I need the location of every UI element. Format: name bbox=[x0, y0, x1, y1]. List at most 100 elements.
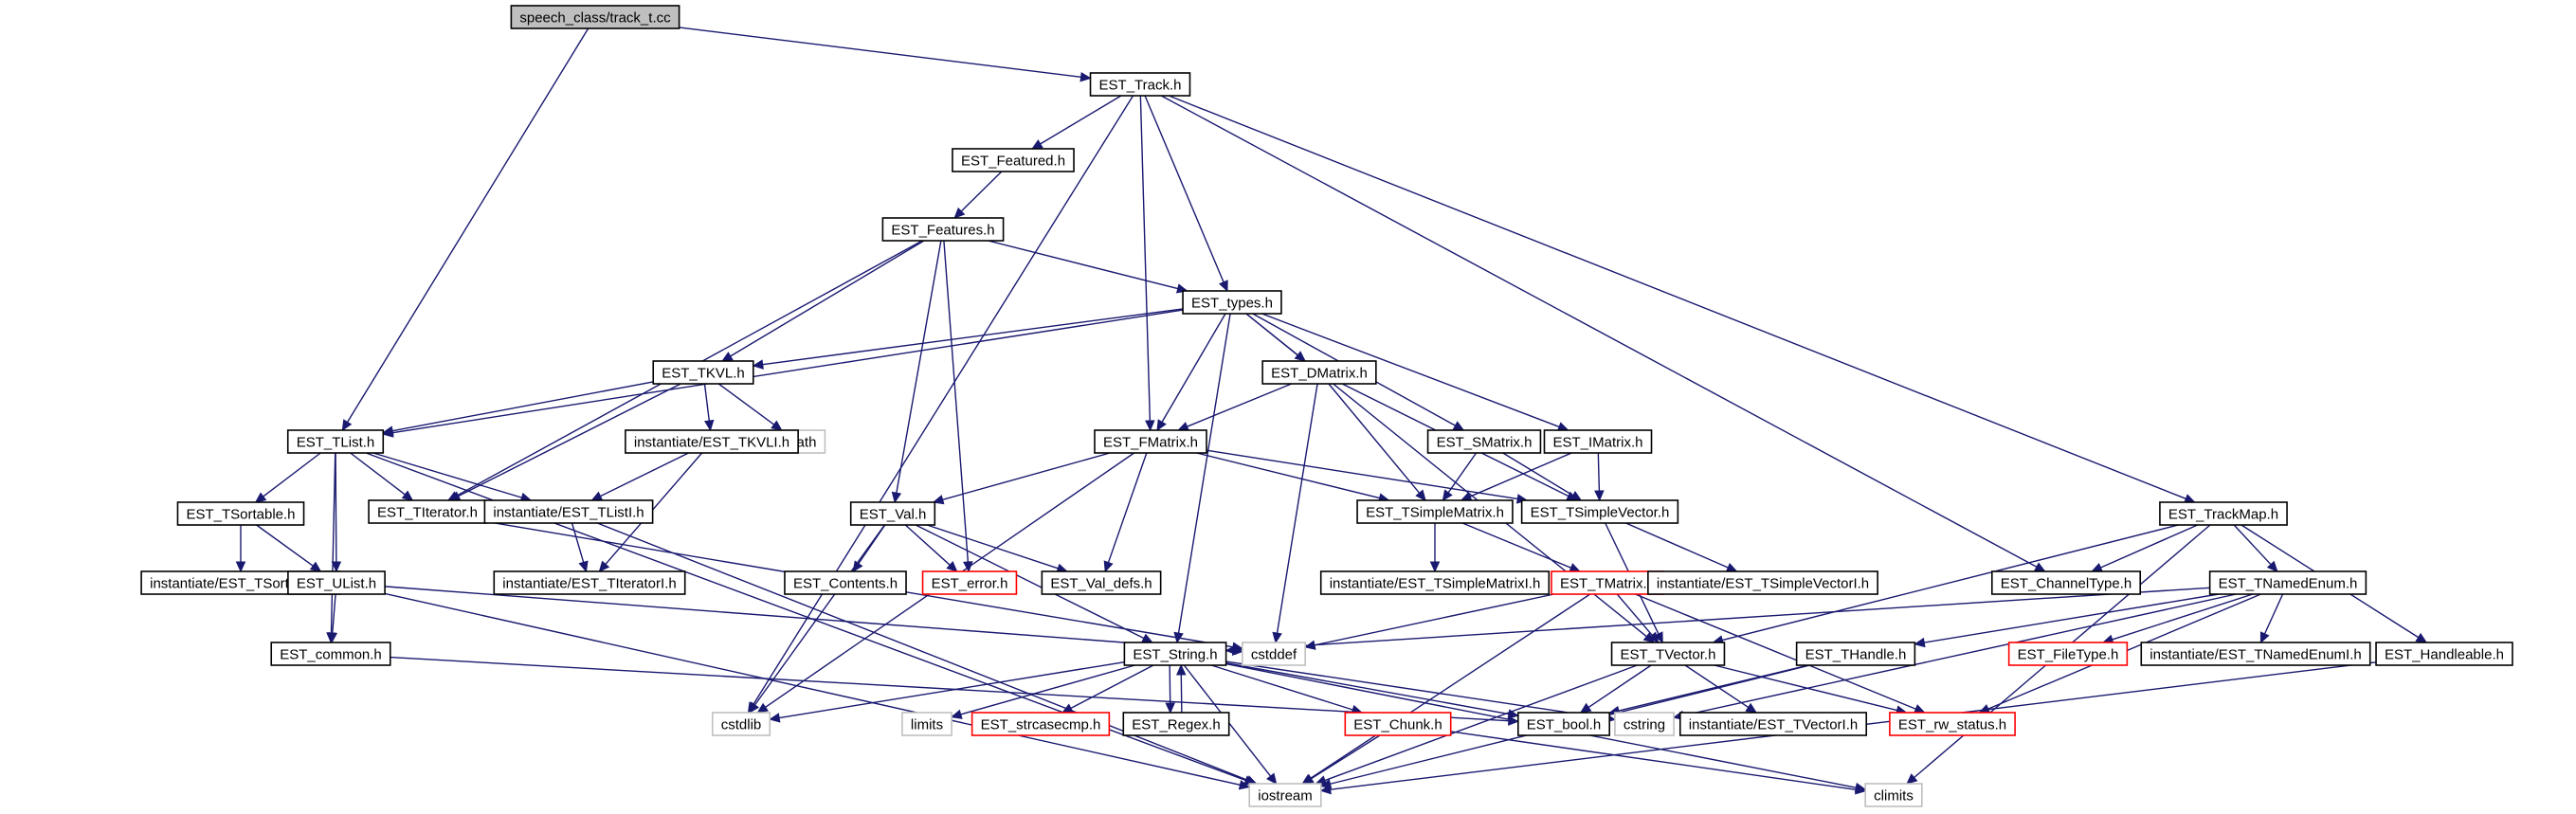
node-tvector[interactable]: EST_TVector.h bbox=[1610, 642, 1726, 666]
node-tsimplevector[interactable]: EST_TSimpleVector.h bbox=[1520, 499, 1679, 524]
node-label-limits: limits bbox=[911, 717, 943, 733]
node-cstddef: cstddef bbox=[1242, 642, 1306, 666]
node-label-track: EST_Track.h bbox=[1099, 78, 1182, 94]
node-inst_tsimplematrixi[interactable]: instantiate/EST_TSimpleMatrixI.h bbox=[1319, 570, 1551, 595]
node-label-chunk: EST_Chunk.h bbox=[1353, 717, 1442, 733]
node-handleable[interactable]: EST_Handleable.h bbox=[2375, 642, 2513, 666]
edge-types-to-tlist bbox=[392, 309, 1184, 434]
arrowhead-string-to-cstdlib bbox=[769, 713, 781, 723]
edge-inst_tlisti-to-iostream bbox=[597, 522, 1248, 781]
node-label-tvector: EST_TVector.h bbox=[1621, 647, 1716, 663]
node-box-inst_tnamedenumi bbox=[2140, 642, 2371, 666]
node-common[interactable]: EST_common.h bbox=[270, 642, 391, 666]
node-tkvl[interactable]: EST_TKVL.h bbox=[652, 360, 754, 385]
arrowhead-imatrix-to-tsimplevector bbox=[1594, 490, 1605, 502]
edge-track-to-channeltype bbox=[1160, 95, 2038, 568]
edge-fmatrix-to-val_defs bbox=[1107, 452, 1148, 563]
edge-val-to-string bbox=[915, 524, 1145, 640]
node-contents[interactable]: EST_Contents.h bbox=[784, 570, 907, 595]
node-featured[interactable]: EST_Featured.h bbox=[952, 148, 1075, 172]
node-ulist[interactable]: EST_UList.h bbox=[287, 570, 386, 595]
edge-chunk-to-climits bbox=[1450, 731, 1857, 790]
node-titerator[interactable]: EST_TIterator.h bbox=[368, 499, 487, 524]
node-string[interactable]: EST_String.h bbox=[1123, 642, 1227, 666]
edge-tmatrix-to-iostream bbox=[1310, 593, 1591, 780]
node-track_t[interactable]: speech_class/track_t.cc bbox=[510, 5, 680, 29]
edge-tvector-to-inst_tvectori bbox=[1684, 664, 1750, 709]
arrowhead-ulist-to-common bbox=[327, 632, 338, 644]
edge-fmatrix-to-val bbox=[942, 452, 1111, 500]
node-label-error: EST_error.h bbox=[932, 576, 1008, 592]
node-tlist[interactable]: EST_TList.h bbox=[286, 429, 385, 454]
node-label-fmatrix: EST_FMatrix.h bbox=[1103, 435, 1198, 451]
arrowhead-track_t-to-track bbox=[1079, 71, 1092, 82]
node-rw_status[interactable]: EST_rw_status.h bbox=[1889, 712, 2016, 736]
node-val[interactable]: EST_Val.h bbox=[849, 501, 936, 526]
node-dmatrix[interactable]: EST_DMatrix.h bbox=[1261, 360, 1377, 385]
edge-smatrix-to-tsimplevector bbox=[1502, 452, 1574, 497]
node-label-tsortable: EST_TSortable.h bbox=[186, 507, 295, 523]
node-inst_tlisti[interactable]: instantiate/EST_TListI.h bbox=[483, 499, 654, 524]
edge-inst_tkvli-to-inst_tlisti bbox=[600, 452, 689, 497]
node-box-cstdlib bbox=[711, 712, 771, 736]
edge-fmatrix-to-tsimplematrix bbox=[1196, 452, 1380, 499]
node-box-tsimplevector bbox=[1520, 499, 1679, 524]
edge-dmatrix-to-cstddef bbox=[1276, 383, 1318, 634]
node-label-smatrix: EST_SMatrix.h bbox=[1437, 435, 1533, 451]
node-inst_tsimplevectori[interactable]: instantiate/EST_TSimpleVectorI.h bbox=[1647, 570, 1878, 595]
node-val_defs[interactable]: EST_Val_defs.h bbox=[1041, 570, 1162, 595]
node-features[interactable]: EST_Features.h bbox=[881, 217, 1005, 242]
arrowhead-string-to-regex bbox=[1165, 702, 1175, 715]
node-channeltype[interactable]: EST_ChannelType.h bbox=[1990, 570, 2142, 595]
edge-string-to-chunk bbox=[1210, 664, 1353, 711]
arrowhead-types-to-fmatrix bbox=[1156, 419, 1167, 432]
edge-trackmap-to-channeltype bbox=[2100, 524, 2198, 569]
node-climits: climits bbox=[1864, 783, 1923, 807]
node-inst_tnamedenumi[interactable]: instantiate/EST_TNamedEnumI.h bbox=[2140, 642, 2371, 666]
node-tsortable[interactable]: EST_TSortable.h bbox=[176, 501, 305, 526]
node-imatrix[interactable]: EST_IMatrix.h bbox=[1543, 429, 1653, 454]
node-box-track bbox=[1089, 72, 1191, 97]
node-bool[interactable]: EST_bool.h bbox=[1517, 712, 1610, 736]
edge-common-to-bool bbox=[390, 656, 1509, 722]
node-tsimplematrix[interactable]: EST_TSimpleMatrix.h bbox=[1356, 499, 1514, 524]
node-label-rw_status: EST_rw_status.h bbox=[1898, 717, 2006, 733]
node-error[interactable]: EST_error.h bbox=[921, 570, 1018, 595]
node-tmatrix[interactable]: EST_TMatrix.h bbox=[1551, 570, 1664, 595]
edge-tnamedenum-to-filetype bbox=[2112, 593, 2254, 641]
node-regex[interactable]: EST_Regex.h bbox=[1122, 712, 1230, 736]
node-chunk[interactable]: EST_Chunk.h bbox=[1344, 712, 1452, 736]
node-inst_tvectori[interactable]: instantiate/EST_TVectorI.h bbox=[1678, 712, 1868, 736]
node-label-inst_tsimplematrixi: instantiate/EST_TSimpleMatrixI.h bbox=[1330, 576, 1541, 592]
node-box-common bbox=[270, 642, 391, 666]
edge-ulist-to-common bbox=[332, 593, 336, 634]
node-types[interactable]: EST_types.h bbox=[1182, 290, 1282, 315]
edge-types-to-string bbox=[1177, 313, 1231, 634]
node-box-val bbox=[849, 501, 936, 526]
node-box-climits bbox=[1864, 783, 1923, 807]
node-inst_titeratori[interactable]: instantiate/EST_TIteratorI.h bbox=[493, 570, 686, 595]
node-fmatrix[interactable]: EST_FMatrix.h bbox=[1094, 429, 1207, 454]
node-thandle[interactable]: EST_THandle.h bbox=[1795, 642, 1916, 666]
edge-inst_tlisti-to-inst_titeratori bbox=[571, 522, 585, 563]
node-smatrix[interactable]: EST_SMatrix.h bbox=[1426, 429, 1542, 454]
node-strcasecmp[interactable]: EST_strcasecmp.h bbox=[971, 712, 1111, 736]
node-label-inst_tsortablei: instantiate/EST_TSortableI.h bbox=[150, 576, 332, 592]
node-tnamedenum[interactable]: EST_TNamedEnum.h bbox=[2208, 570, 2367, 595]
arrowhead-track-to-featured bbox=[1031, 139, 1043, 150]
edge-tnamedenum-to-cstring bbox=[1682, 593, 2237, 716]
edge-track-to-cstdlib bbox=[753, 95, 1134, 705]
edge-ulist-to-iostream bbox=[384, 592, 1241, 787]
node-box-imatrix bbox=[1543, 429, 1653, 454]
node-box-cstddef bbox=[1242, 642, 1306, 666]
edge-tlist-to-tsortable bbox=[263, 452, 321, 497]
arrowhead-tnamedenum-to-thandle bbox=[1914, 637, 1926, 648]
node-track[interactable]: EST_Track.h bbox=[1089, 72, 1191, 97]
node-trackmap[interactable]: EST_TrackMap.h bbox=[2159, 501, 2288, 526]
node-label-handleable: EST_Handleable.h bbox=[2385, 647, 2504, 663]
node-filetype[interactable]: EST_FileType.h bbox=[2007, 642, 2129, 666]
node-inst_tkvli[interactable]: instantiate/EST_TKVLI.h bbox=[625, 429, 799, 454]
edge-tmatrix-to-cstddef bbox=[1314, 593, 1554, 646]
node-label-val: EST_Val.h bbox=[860, 507, 927, 523]
node-box-types bbox=[1182, 290, 1282, 315]
